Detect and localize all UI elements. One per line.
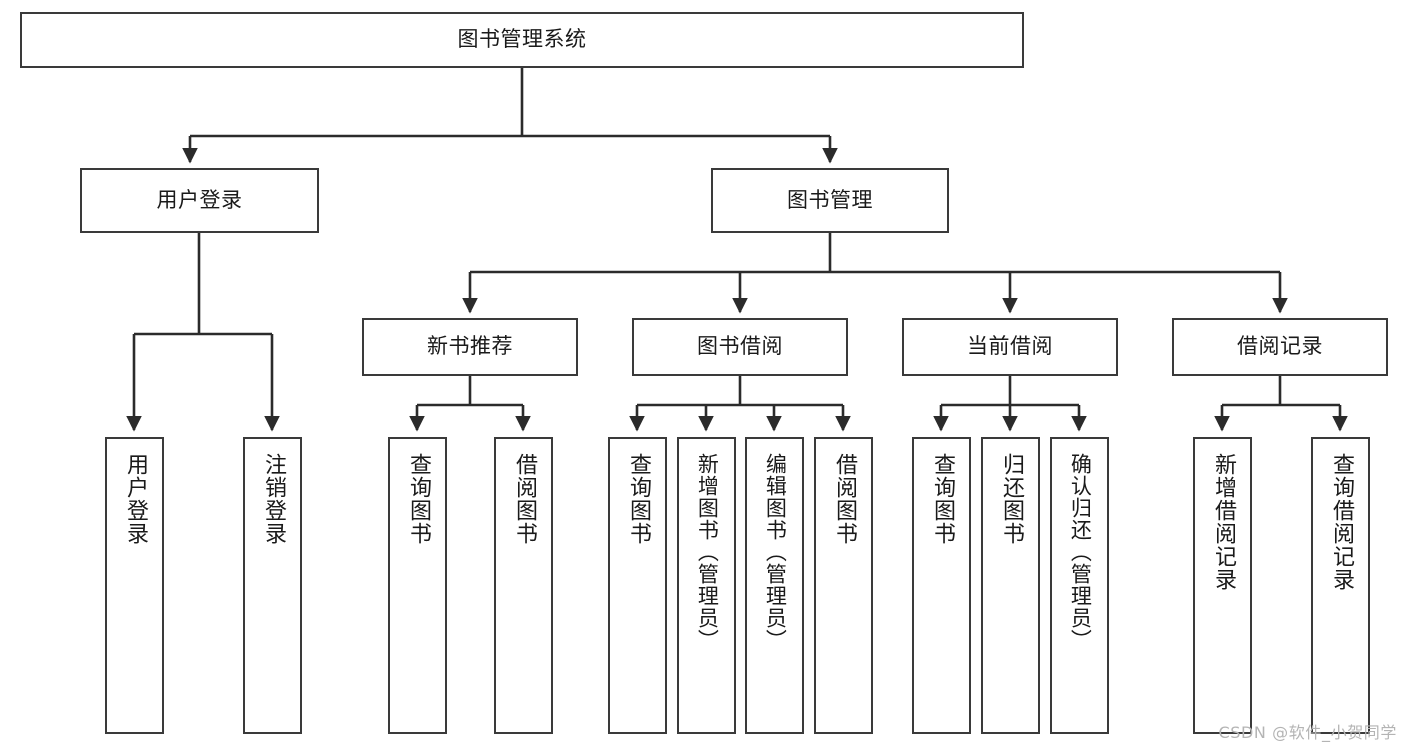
leaf-current-borrow-return-book[interactable]: 归还图书	[981, 437, 1040, 734]
leaf-user-login-logout[interactable]: 注销登录	[243, 437, 302, 734]
leaf-label: 查询图书	[625, 453, 651, 545]
leaf-label: 归还图书	[998, 453, 1024, 545]
leaf-book-borrow-add-book-admin[interactable]: 新增图书（管理员）	[677, 437, 736, 734]
leaf-label: 查询图书	[405, 453, 431, 545]
leaf-book-borrow-edit-book-admin[interactable]: 编辑图书（管理员）	[745, 437, 804, 734]
node-current-borrow-label: 当前借阅	[967, 334, 1053, 359]
node-root-label: 图书管理系统	[457, 27, 587, 52]
leaf-book-borrow-borrow-book[interactable]: 借阅图书	[814, 437, 873, 734]
leaf-label: 借阅图书	[511, 453, 537, 545]
leaf-label: 查询借阅记录	[1328, 453, 1354, 591]
node-book-borrow-label: 图书借阅	[697, 334, 783, 359]
leaf-book-borrow-query-book[interactable]: 查询图书	[608, 437, 667, 734]
node-borrow-record-label: 借阅记录	[1237, 334, 1323, 359]
leaf-borrow-record-query-record[interactable]: 查询借阅记录	[1311, 437, 1370, 734]
node-book-borrow[interactable]: 图书借阅	[632, 318, 848, 376]
leaf-label: 用户登录	[122, 453, 148, 545]
leaf-new-book-query-book[interactable]: 查询图书	[388, 437, 447, 734]
node-user-login[interactable]: 用户登录	[80, 168, 319, 233]
node-book-management-label: 图书管理	[787, 187, 873, 212]
leaf-label: 编辑图书（管理员）	[763, 453, 788, 651]
leaf-label: 借阅图书	[831, 453, 857, 545]
csdn-watermark: CSDN @软件_小贺同学	[1218, 723, 1397, 742]
leaf-label: 注销登录	[260, 453, 286, 545]
leaf-label: 查询图书	[929, 453, 955, 545]
leaf-borrow-record-add-record[interactable]: 新增借阅记录	[1193, 437, 1252, 734]
node-current-borrow[interactable]: 当前借阅	[902, 318, 1118, 376]
node-root-book-management-system[interactable]: 图书管理系统	[20, 12, 1024, 68]
node-borrow-record[interactable]: 借阅记录	[1172, 318, 1388, 376]
node-user-login-label: 用户登录	[156, 187, 243, 212]
node-book-management[interactable]: 图书管理	[711, 168, 949, 233]
leaf-new-book-borrow-book[interactable]: 借阅图书	[494, 437, 553, 734]
leaf-label: 确认归还（管理员）	[1068, 453, 1093, 651]
leaf-current-borrow-confirm-return-admin[interactable]: 确认归还（管理员）	[1050, 437, 1109, 734]
node-new-book-recommend[interactable]: 新书推荐	[362, 318, 578, 376]
leaf-label: 新增借阅记录	[1210, 453, 1236, 591]
leaf-user-login-login[interactable]: 用户登录	[105, 437, 164, 734]
leaf-current-borrow-query-book[interactable]: 查询图书	[912, 437, 971, 734]
leaf-label: 新增图书（管理员）	[695, 453, 720, 651]
node-new-book-recommend-label: 新书推荐	[427, 334, 513, 359]
